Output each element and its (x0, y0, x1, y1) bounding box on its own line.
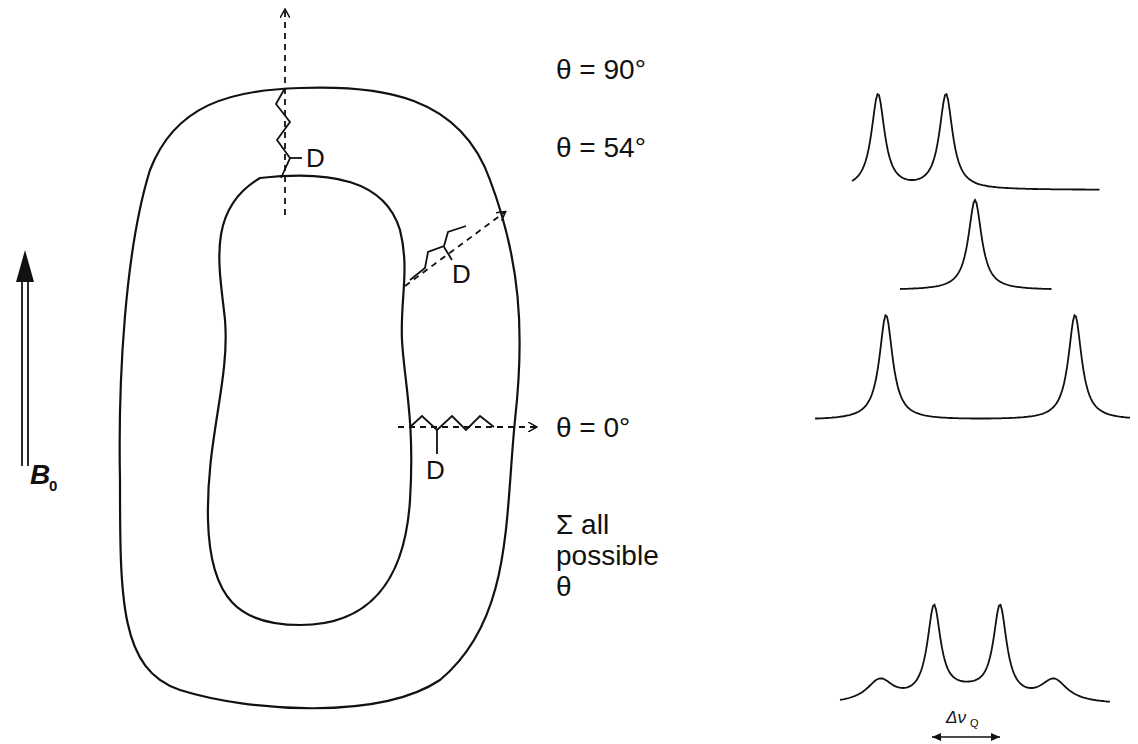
spectrum-trace (815, 315, 1130, 418)
field-arrow (16, 250, 34, 466)
inner-membrane (208, 176, 411, 625)
deuterium-label: D (426, 456, 445, 485)
splitting-symbol: Δν (946, 709, 966, 728)
field-subscript: 0 (49, 478, 57, 495)
spectrum-trace (900, 200, 1052, 289)
spectrum-trace (840, 605, 1110, 702)
angle-label: θ = 90° (556, 55, 646, 86)
outer-membrane (120, 88, 520, 709)
field-symbol: B (30, 460, 50, 491)
lipid-chain (398, 416, 536, 454)
splitting-subscript: Q (970, 717, 979, 729)
deuterium-label: D (306, 144, 325, 173)
angle-label: θ = 0° (556, 413, 630, 444)
angle-label: θ = 54° (556, 133, 646, 164)
nmr-spectra (815, 94, 1130, 702)
sum-label: Σ all possible θ (556, 510, 674, 602)
lipid-chain (276, 10, 302, 215)
deuterium-label: D (452, 260, 471, 289)
splitting-arrow (932, 736, 1000, 738)
spectrum-trace (852, 94, 1100, 190)
